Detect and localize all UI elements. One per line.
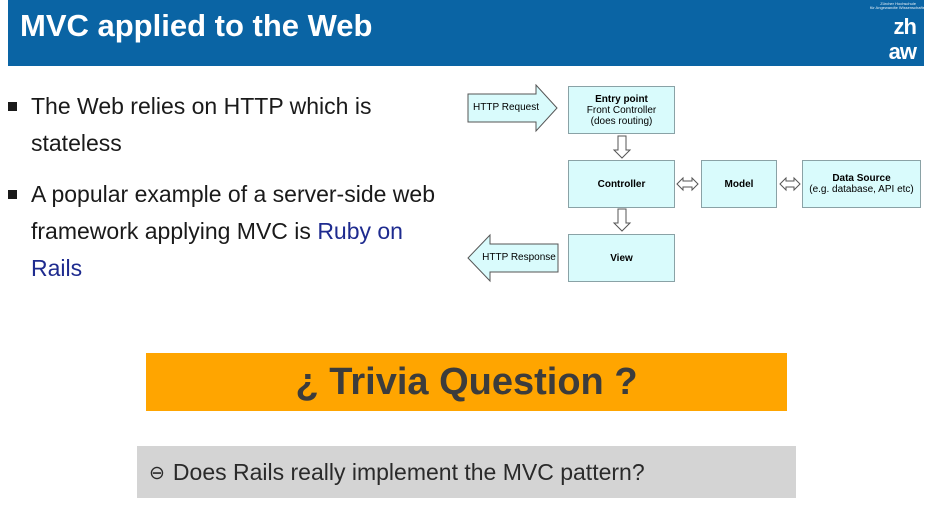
slide-title: MVC applied to the Web: [20, 8, 373, 43]
view-label: View: [610, 252, 633, 264]
http-request-arrow: [467, 84, 558, 133]
down-arrow-controller-view: [612, 208, 632, 232]
data-source-title: Data Source: [832, 173, 891, 184]
double-arrow-controller-model: [676, 176, 699, 192]
data-source-subtitle: (e.g. database, API etc): [809, 184, 914, 195]
controller-box: Controller: [568, 160, 675, 208]
question-text: Does Rails really implement the MVC patt…: [172, 459, 645, 485]
http-response-label: HTTP Response: [482, 252, 556, 263]
data-source-box: Data Source (e.g. database, API etc): [802, 160, 921, 208]
http-response-arrow: [467, 233, 559, 283]
bullet-list: The Web relies on HTTP which is stateles…: [8, 88, 448, 301]
logo-mark-bottom: aw: [888, 39, 917, 64]
entry-point-title: Entry point: [595, 93, 648, 105]
diagram-arrows: [467, 84, 801, 283]
down-arrow-entry-controller: [612, 135, 632, 159]
square-bullet-icon: [8, 190, 17, 199]
entry-point-line3: (does routing): [590, 115, 653, 127]
circle-minus-icon: ⊖: [149, 463, 165, 484]
mvc-web-diagram: HTTP Request HTTP Response Entry point F…: [466, 84, 926, 286]
entry-point-line2: Front Controller: [586, 104, 657, 116]
logo-subtitle-line2: für Angewandte Wissenschaften: [870, 5, 926, 10]
controller-label: Controller: [597, 178, 646, 190]
http-request-label: HTTP Request: [473, 102, 539, 113]
entry-point-box: Entry point Front Controller (does routi…: [568, 86, 675, 134]
bullet-item: A popular example of a server-side web f…: [8, 176, 448, 287]
square-bullet-icon: [8, 102, 17, 111]
ruby-on-rails-link[interactable]: Ruby on Rails: [31, 218, 403, 281]
slide-header: MVC applied to the Web Zürcher Hochschul…: [8, 0, 926, 66]
double-arrow-model-datasource: [779, 176, 801, 192]
model-label: Model: [724, 178, 754, 190]
zhaw-logo: Zürcher Hochschule für Angewandte Wissen…: [870, 1, 926, 64]
bullet-item: The Web relies on HTTP which is stateles…: [8, 88, 448, 162]
logo-mark-top: zh: [893, 14, 917, 39]
model-box: Model: [701, 160, 777, 208]
bullet-text: A popular example of a server-side web f…: [31, 181, 435, 244]
question-box: ⊖ Does Rails really implement the MVC pat…: [137, 446, 796, 498]
trivia-banner: ¿ Trivia Question ?: [146, 353, 787, 411]
logo-subtitle-line1: Zürcher Hochschule: [880, 1, 916, 6]
view-box: View: [568, 234, 675, 282]
bullet-text: The Web relies on HTTP which is stateles…: [31, 93, 372, 156]
